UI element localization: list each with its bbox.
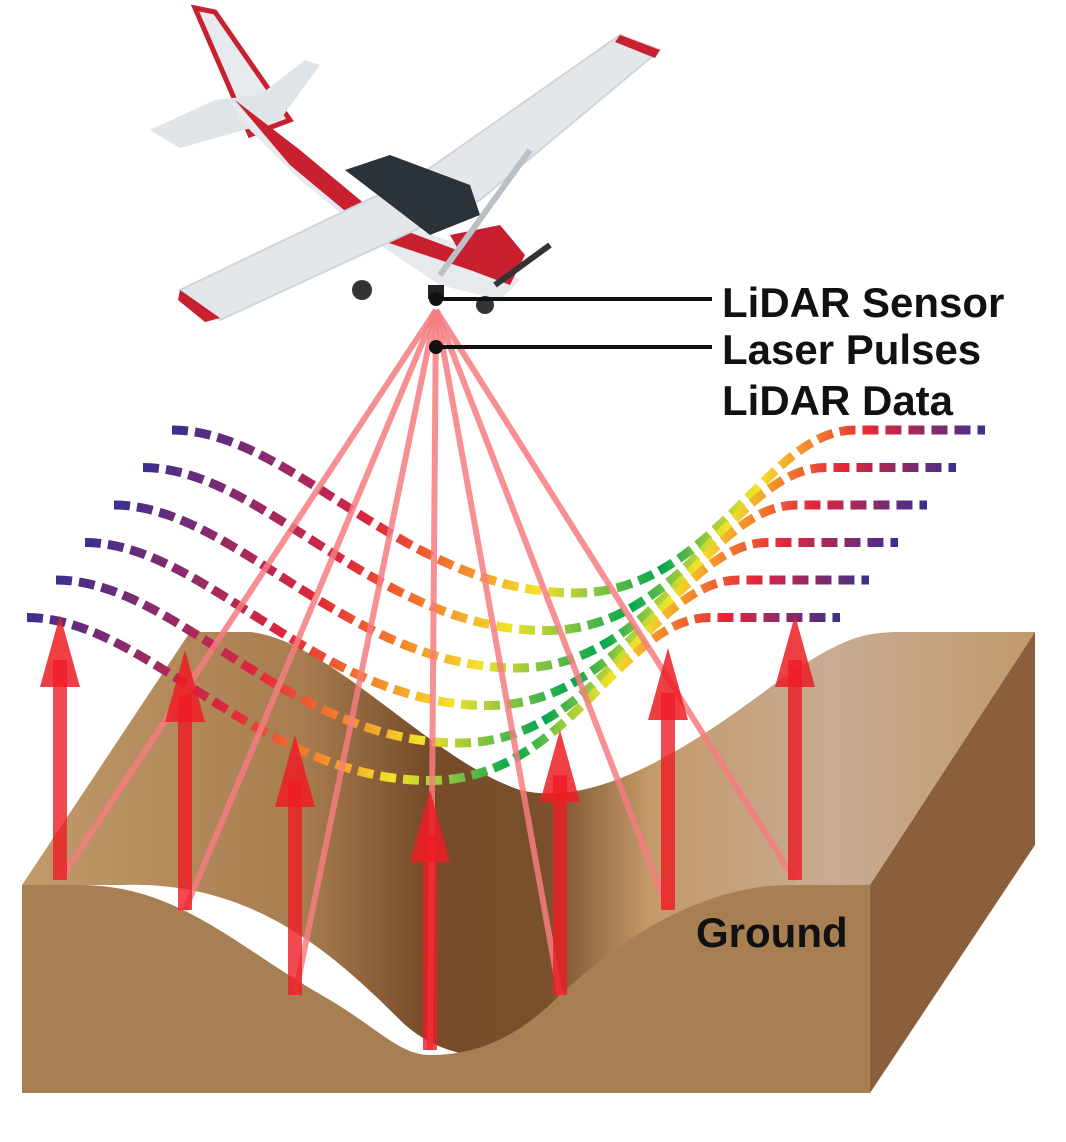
laser-pulse-beam bbox=[292, 309, 439, 996]
wing-strut bbox=[437, 148, 533, 277]
return-arrow-head bbox=[165, 650, 205, 722]
plane-cockpit bbox=[345, 155, 480, 235]
laser-pulse-beam bbox=[182, 308, 439, 912]
data-arc-row bbox=[142, 463, 956, 636]
laser-pulse-beam bbox=[433, 308, 798, 882]
label-laser-pulses: Laser Pulses bbox=[722, 326, 982, 373]
laser-pulse-beam bbox=[433, 308, 671, 912]
label-lidar-sensor: LiDAR Sensor bbox=[722, 279, 1005, 326]
label-lidar-data: LiDAR Data bbox=[722, 377, 954, 424]
laser-pulses bbox=[40, 308, 815, 1051]
ground-front-face bbox=[22, 885, 870, 1093]
airplane bbox=[150, 4, 662, 322]
return-arrow-head bbox=[410, 790, 450, 862]
laser-pulse-beam bbox=[433, 309, 563, 996]
return-arrow-head bbox=[775, 615, 815, 687]
plane-stabilizer bbox=[150, 60, 320, 148]
data-arc-row bbox=[171, 425, 985, 598]
ground-side-face bbox=[870, 632, 1035, 1093]
callouts bbox=[429, 292, 712, 354]
wheel-left bbox=[352, 280, 372, 300]
data-arc-row bbox=[55, 575, 869, 748]
return-arrow-head bbox=[648, 648, 688, 720]
wing-tip-left bbox=[178, 290, 220, 322]
data-arc-row bbox=[84, 538, 898, 711]
return-arrow-head bbox=[275, 735, 315, 807]
laser-pulse-beam bbox=[57, 308, 439, 882]
plane-propeller bbox=[493, 242, 552, 288]
return-arrow-head bbox=[40, 615, 80, 687]
return-arrow-head bbox=[540, 730, 580, 802]
label-ground: Ground bbox=[696, 909, 848, 956]
wing-tip-right bbox=[615, 35, 660, 58]
data-arc-row bbox=[113, 500, 927, 673]
plane-stripe bbox=[235, 100, 470, 270]
